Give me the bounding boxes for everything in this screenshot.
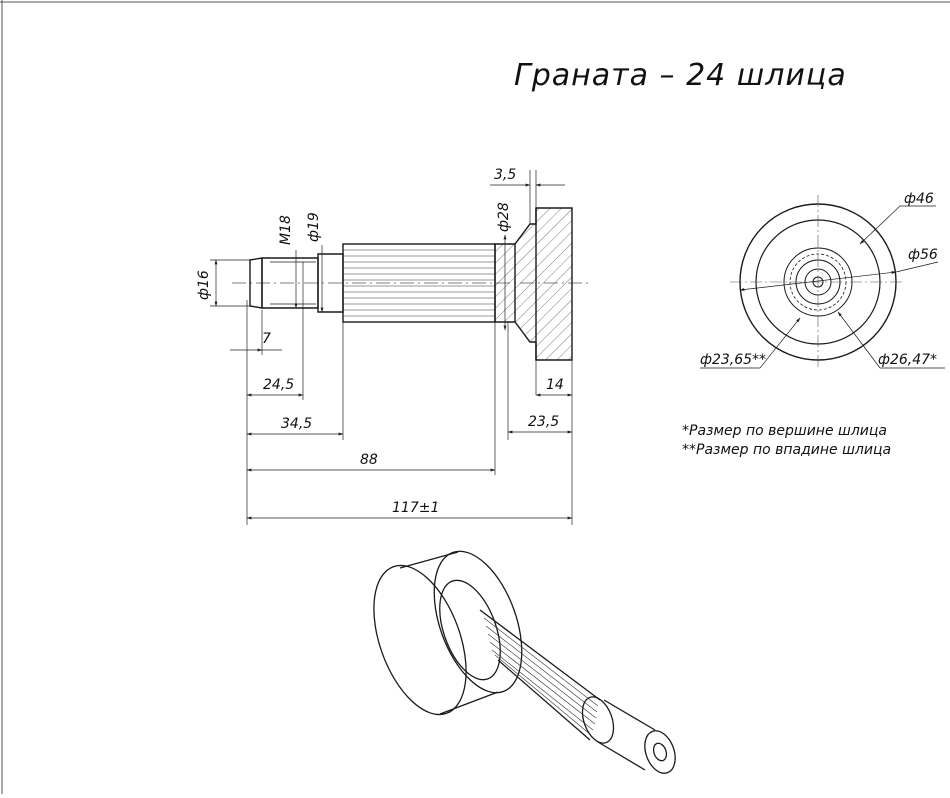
dim-m18: M18	[278, 215, 294, 245]
isometric-view	[373, 550, 676, 774]
note-tip: *Размер по вершине шлица	[682, 423, 887, 439]
dim-d16: ф16	[196, 270, 212, 300]
dim-d26-47: ф26,47*	[878, 352, 937, 368]
dim-24-5: 24,5	[263, 377, 294, 393]
dim-14: 14	[546, 377, 564, 393]
note-root: **Размер по впадине шлица	[682, 442, 892, 458]
dim-d23-65: ф23,65**	[700, 352, 766, 368]
shaft-end	[644, 730, 676, 774]
side-dimensions	[210, 170, 573, 525]
flange-back	[433, 550, 523, 694]
end-view	[700, 195, 945, 370]
dim-34-5: 34,5	[281, 416, 312, 432]
dim-d46: ф46	[904, 191, 934, 207]
dim-7: 7	[262, 331, 271, 347]
shaft-neck	[597, 699, 656, 771]
dim-d19: ф19	[306, 212, 322, 242]
dim-d56: ф56	[908, 247, 938, 263]
drawing-title: Граната – 24 шлица	[514, 58, 847, 93]
flange-face	[373, 564, 467, 716]
dim-88: 88	[360, 452, 378, 468]
dim-d28: ф28	[496, 202, 512, 232]
spline-lines	[343, 249, 495, 317]
dim-117: 117±1	[392, 500, 439, 516]
spline-body	[479, 609, 601, 741]
dim-23-5: 23,5	[528, 414, 559, 430]
dim-3-5: 3,5	[494, 167, 516, 183]
